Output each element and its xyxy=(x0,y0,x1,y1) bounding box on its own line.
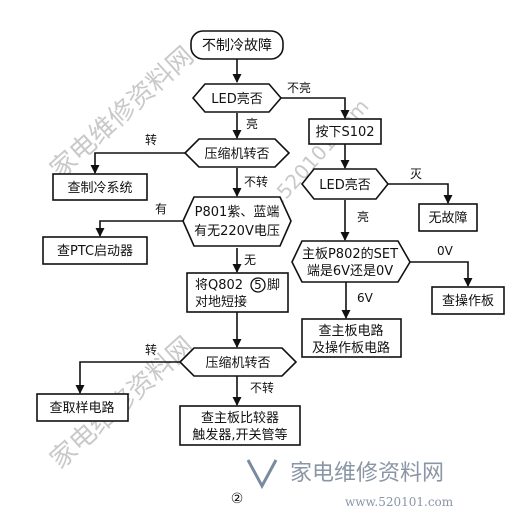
logo-url: www.520101.com xyxy=(345,495,454,509)
edge-label-lit: 亮 xyxy=(246,116,258,131)
decision-p801-line2: 有无220V电压 xyxy=(194,224,280,239)
node-no-fault-text: 无故障 xyxy=(428,211,467,226)
decision-p801: P801紫、蓝端 有无220V电压 xyxy=(182,196,292,247)
decision-compressor-1: 压缩机转否 xyxy=(183,138,291,168)
node-press-s102-text: 按下S102 xyxy=(315,125,374,140)
node-q802: 将Q802 5 脚 对地短接 xyxy=(186,272,289,313)
node-check-main: 查主板电路 及操作板电路 xyxy=(301,318,402,358)
node-check-comparator: 查主板比较器 触发器,开关管等 xyxy=(179,405,301,446)
node-start: 不制冷故障 xyxy=(190,30,284,60)
decision-p801-line1: P801紫、蓝端 xyxy=(195,205,280,220)
decision-compressor-2-text: 压缩机转否 xyxy=(205,355,270,371)
node-q802-line1: 将Q802 xyxy=(195,278,243,293)
decision-p802-line2: 端是6V还是0V xyxy=(307,264,393,279)
node-check-main-line1: 查主板电路 xyxy=(318,323,383,339)
node-check-ptc-text: 查PTC启动器 xyxy=(57,244,133,259)
edge-label-lit-2: 亮 xyxy=(357,209,369,224)
edge-label-off: 灭 xyxy=(410,167,422,181)
edge-label-turns: 转 xyxy=(145,132,157,147)
node-check-panel-text: 查操作板 xyxy=(442,293,494,309)
node-check-refrigeration: 查制冷系统 xyxy=(52,173,148,201)
pin-number-circle xyxy=(250,277,266,293)
node-start-text: 不制冷故障 xyxy=(202,38,272,54)
edge-label-turns-2: 转 xyxy=(145,342,157,357)
node-q802-line2: 对地短接 xyxy=(195,294,247,310)
edge-label-not-turn-2: 不转 xyxy=(250,380,274,395)
logo-v-icon xyxy=(246,459,278,490)
decision-p802-line1: 主板P802的SET xyxy=(302,246,398,262)
edge-label-no: 无 xyxy=(244,253,256,267)
decision-led-1-text: LED亮否 xyxy=(211,91,262,107)
node-no-fault: 无故障 xyxy=(418,203,478,232)
node-check-main-line2: 及操作板电路 xyxy=(312,340,390,356)
decision-compressor-1-text: 压缩机转否 xyxy=(204,146,269,162)
node-check-sampling: 查取样电路 xyxy=(36,393,129,422)
connectors xyxy=(75,59,473,406)
node-check-comparator-line2: 触发器,开关管等 xyxy=(192,427,287,443)
site-logo: 家电维修资料网 www.520101.com xyxy=(246,459,454,509)
node-press-s102: 按下S102 xyxy=(308,118,382,145)
node-check-comparator-line1: 查主板比较器 xyxy=(201,411,279,426)
node-check-sampling-text: 查取样电路 xyxy=(49,400,114,416)
edge-label-0v: 0V xyxy=(437,244,454,258)
node-check-ptc: 查PTC启动器 xyxy=(42,236,148,265)
decision-led-1: LED亮否 xyxy=(191,83,283,113)
pin-number-text: 5 xyxy=(254,278,262,292)
decision-p802: 主板P802的SET 端是6V还是0V xyxy=(291,240,411,283)
edge-label-not-lit: 不亮 xyxy=(287,80,311,95)
node-check-refrigeration-text: 查制冷系统 xyxy=(67,181,132,196)
node-check-panel: 查操作板 xyxy=(431,286,505,315)
decision-led-2-text: LED亮否 xyxy=(319,177,370,193)
edge-label-not-turn: 不转 xyxy=(244,174,268,189)
figure-number: ② xyxy=(231,491,244,507)
watermark-text-1: 家电维修资料网 xyxy=(45,41,200,185)
logo-text: 家电维修资料网 xyxy=(290,461,444,486)
edge-label-yes: 有 xyxy=(155,202,167,216)
decision-compressor-2: 压缩机转否 xyxy=(178,347,298,377)
node-q802-line1-tail: 脚 xyxy=(267,277,280,293)
decision-led-2: LED亮否 xyxy=(300,168,390,200)
edge-label-6v: 6V xyxy=(357,291,374,305)
